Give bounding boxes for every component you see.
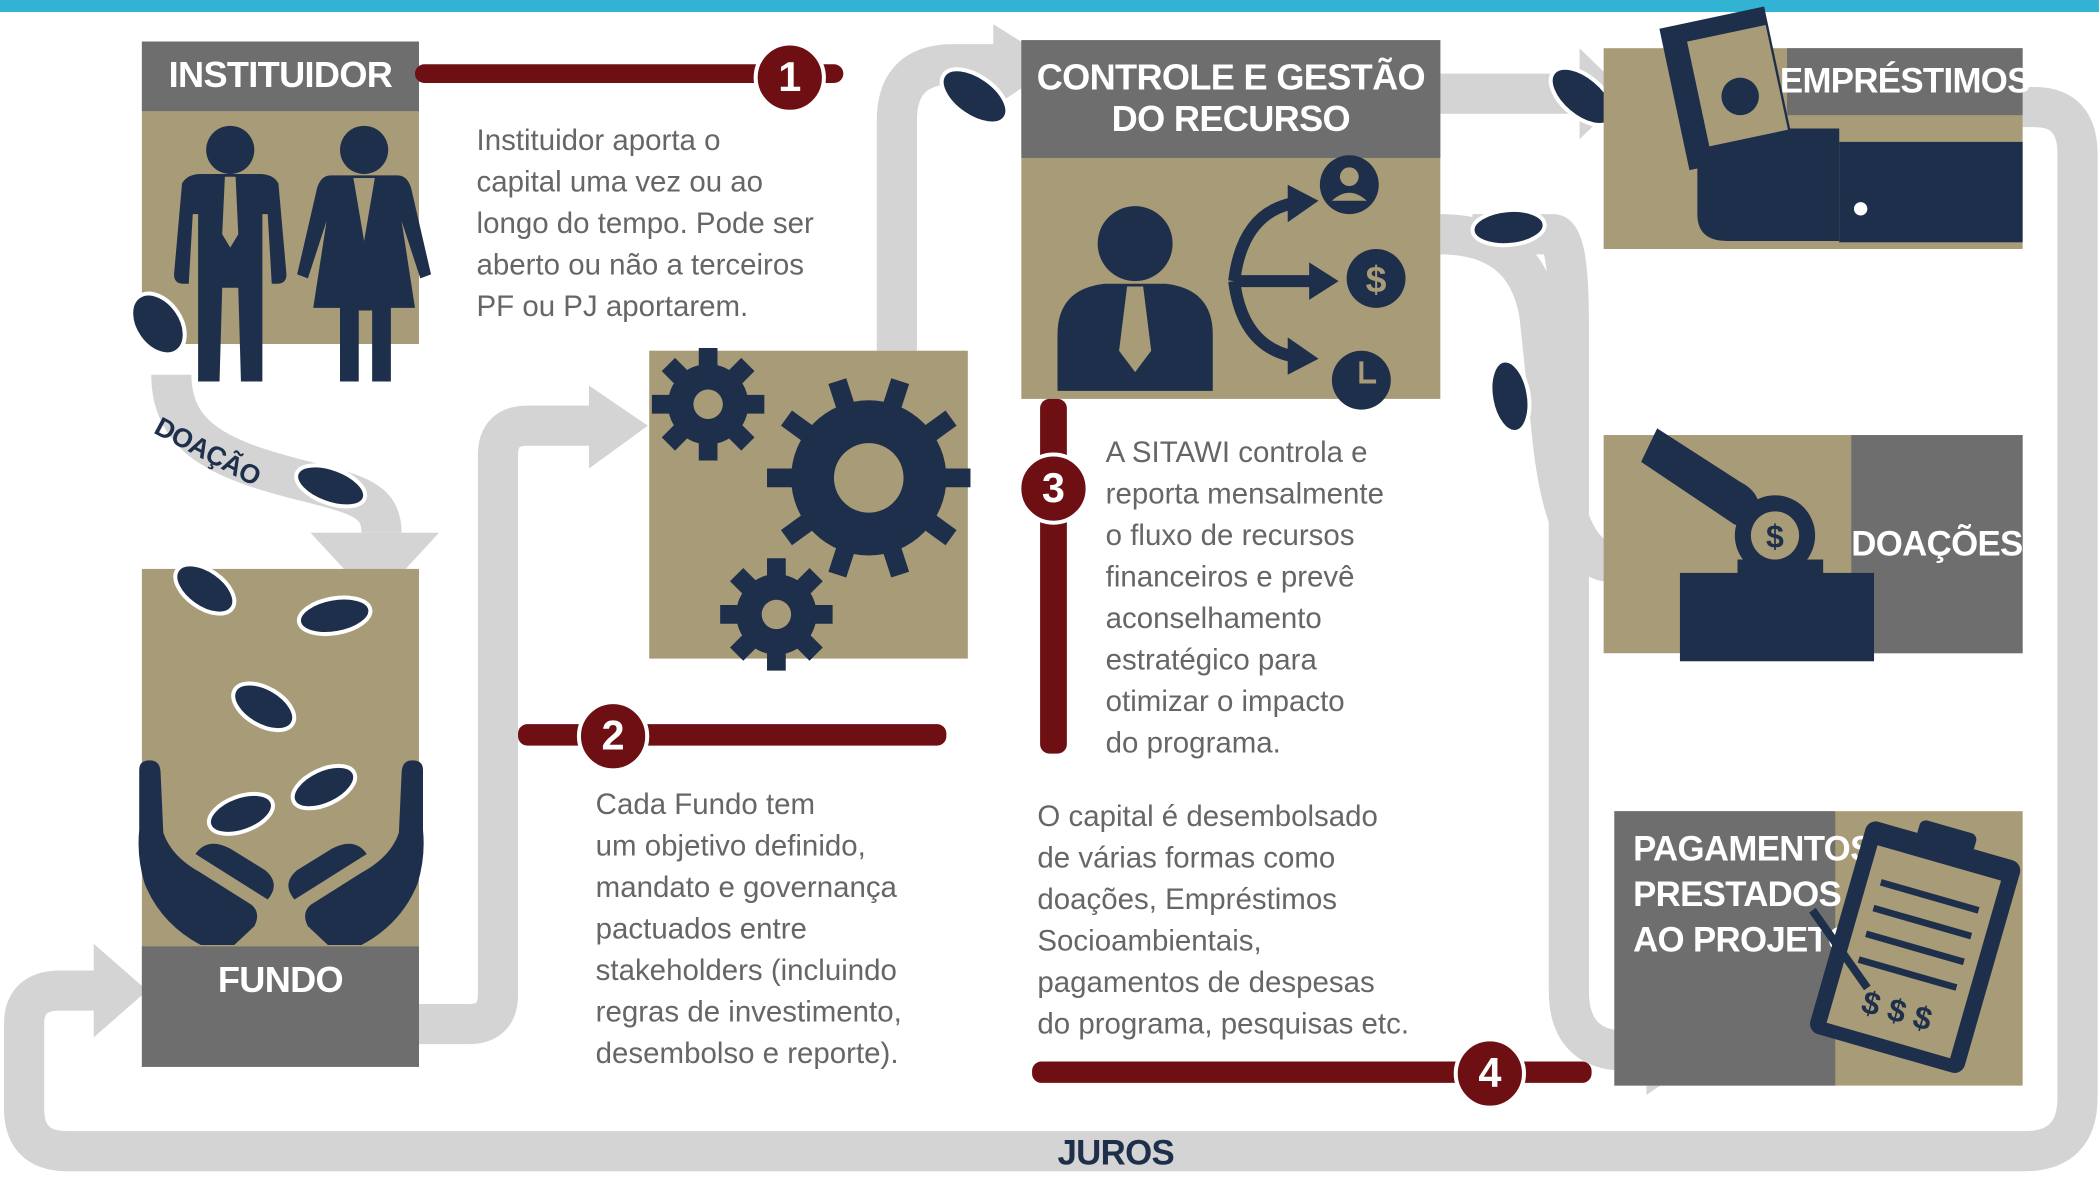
gear-tooth (730, 632, 759, 661)
arrow-doacao (151, 373, 402, 534)
gear-tooth (921, 410, 957, 443)
arrowhead-juros (93, 943, 148, 1038)
juros-label: JUROS (1057, 1132, 1175, 1173)
coin-icon (129, 65, 1616, 836)
step-1-badge: 1 (753, 41, 826, 114)
gear-tooth (780, 410, 816, 443)
gear-tooth (661, 422, 691, 451)
gear-tooth (794, 568, 823, 597)
clock-icon (1331, 350, 1391, 410)
dollar-circle-icon: $ (1346, 248, 1406, 308)
step-2-badge: 2 (576, 700, 650, 773)
hands-icon (138, 760, 424, 946)
gear-tooth (828, 543, 856, 578)
arrow-fundo-to-gears (418, 405, 596, 1045)
fundo-footer (141, 1015, 419, 1067)
step-4-badge: 4 (1453, 1037, 1527, 1110)
arrow-juros-loop (4, 87, 2098, 1172)
step-3-description: A SITAWI controla e reporta mensalmente … (1105, 435, 1384, 759)
step-1-description: Instituidor aporta o capital uma vez ou … (476, 123, 814, 323)
emprestimos-header: EMPRÉSTIMOS (1780, 48, 2030, 116)
gear-tooth (921, 512, 957, 546)
arrow-to-pagamentos (1472, 214, 1654, 1071)
gear-tooth (882, 543, 910, 578)
branch-arrows (1228, 197, 1315, 362)
fundo-header: FUNDO (141, 946, 419, 1016)
person-circle-icon (1319, 155, 1379, 215)
man-icon (174, 125, 287, 382)
arrowhead-gears (588, 385, 648, 469)
step-4-bar (1032, 1061, 1592, 1083)
step-2-description: Cada Fundo tem um objetivo definido, man… (595, 787, 902, 1070)
gear-tooth (730, 568, 759, 597)
svg-text:$: $ (1766, 518, 1784, 554)
manager-icon (1057, 206, 1213, 391)
gear-tooth (780, 512, 816, 546)
gear-tooth (794, 632, 823, 661)
woman-icon (297, 125, 432, 382)
arrowhead-fundo (310, 532, 440, 603)
top-accent-bar (0, 0, 2099, 13)
arrow-gears-to-controle (876, 44, 1007, 351)
pagamentos-header: PAGAMENTOS PRESTADOS AO PROJETO (1614, 811, 1873, 1086)
gear-tooth (882, 378, 910, 413)
svg-text:$: $ (1366, 258, 1387, 300)
step-3-badge: 3 (1017, 452, 1090, 525)
doacoes-header: DOAÇÕES (1851, 435, 2023, 654)
gear-tooth (828, 378, 856, 413)
controle-header: CONTROLE E GESTÃO DO RECURSO (1021, 40, 1441, 158)
gear-tooth (726, 357, 755, 387)
gear-tooth (726, 422, 755, 451)
step-4-description: O capital é desembolsado de várias forma… (1037, 799, 1410, 1041)
instituidor-header: INSTITUIDOR (141, 41, 419, 112)
gear-tooth (661, 357, 691, 387)
step-1-bar (414, 64, 844, 83)
